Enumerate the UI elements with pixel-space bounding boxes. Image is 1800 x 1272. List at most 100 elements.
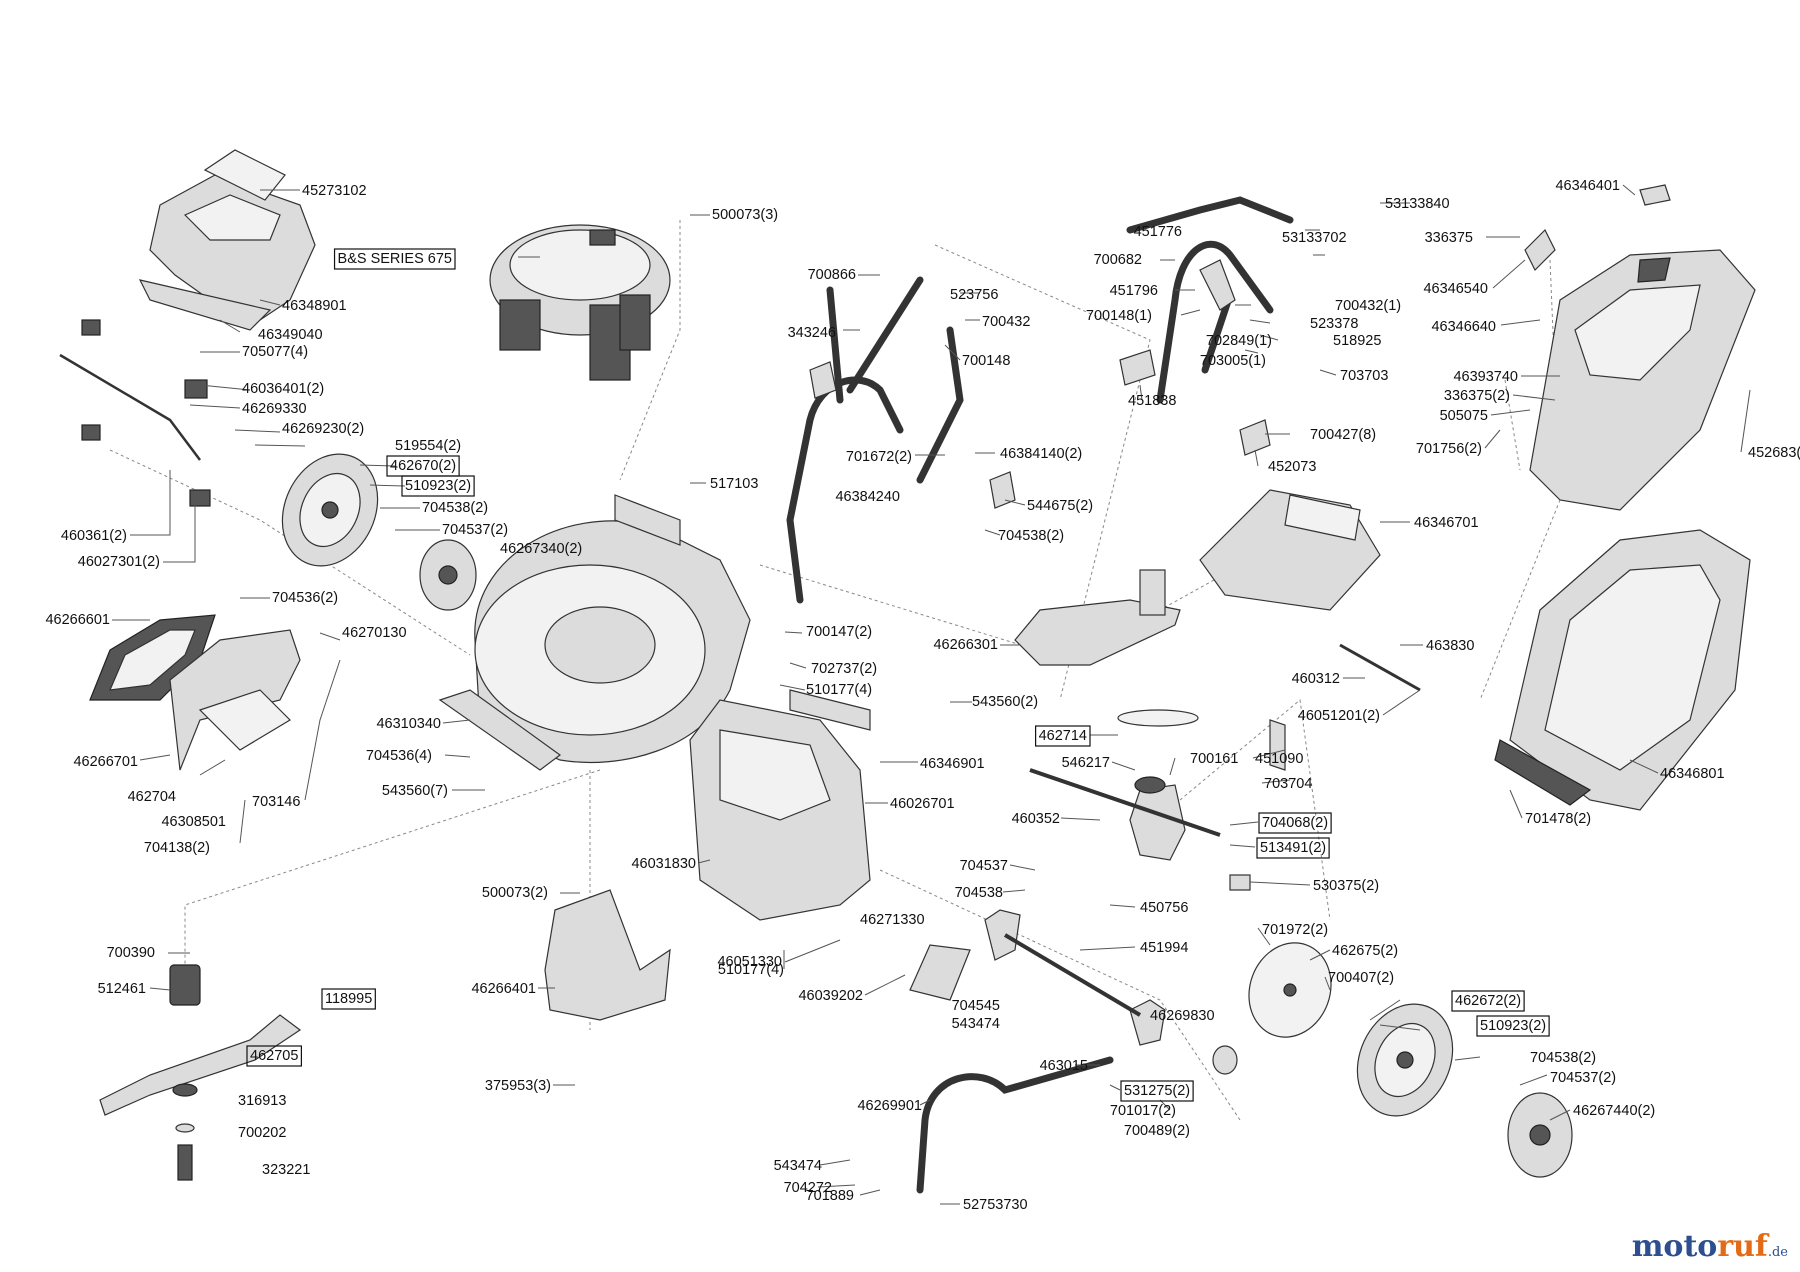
deflector-46039202 [909, 944, 971, 1001]
watermark-part-3: .de [1767, 1245, 1788, 1260]
part-label: 700432(1) [1335, 298, 1401, 314]
part-label: 704138(2) [144, 840, 210, 856]
part-label: 46266401 [471, 981, 536, 997]
part-label: 703005(1) [1200, 353, 1266, 369]
part-label: 451776 [1134, 224, 1182, 240]
part-label: 46266301 [933, 637, 998, 653]
part-label: 462670(2) [390, 458, 456, 474]
clamp-343246 [809, 361, 837, 399]
side-deflector-46266601 [89, 614, 216, 701]
part-label: 452073 [1268, 459, 1316, 475]
part-label: 46308501 [161, 814, 226, 830]
part-label: 46036401(2) [242, 381, 324, 397]
chute-46266301 [1014, 569, 1181, 666]
part-label: 510177(4) [718, 962, 784, 978]
bag-lid-46346701 [1199, 489, 1381, 611]
part-label: 46267440(2) [1573, 1103, 1655, 1119]
part-label: 451994 [1140, 940, 1188, 956]
part-label: 46027301(2) [78, 554, 160, 570]
part-label: 510177(4) [806, 682, 872, 698]
part-label-box [1120, 1080, 1194, 1102]
part-label: 463830 [1426, 638, 1474, 654]
part-shapes [59, 149, 1756, 1194]
part-label: 704537(2) [442, 522, 508, 538]
part-label: 704538(2) [422, 500, 488, 516]
part-label: 323221 [262, 1162, 310, 1178]
part-label: 450756 [1140, 900, 1188, 916]
part-label: 704536(2) [272, 590, 338, 606]
part-label: 460361(2) [61, 528, 127, 544]
part-label: 46384140(2) [1000, 446, 1082, 462]
part-label: 451090 [1255, 751, 1303, 767]
part-label: 46346901 [920, 756, 985, 772]
part-label: 704536(4) [366, 748, 432, 764]
part-label: 46346401 [1555, 178, 1620, 194]
part-label: 53133840 [1385, 196, 1450, 212]
cover-46266401 [544, 889, 671, 1021]
part-label: 704538 [955, 885, 1003, 901]
plate-left-46269830 [984, 909, 1021, 961]
hubcap-46267440 [1507, 1092, 1573, 1178]
part-label: 705077(4) [242, 344, 308, 360]
part-label: 46271330 [860, 912, 925, 928]
rear-housing-46026701 [689, 689, 871, 921]
mower-deck-46310340 [438, 494, 751, 771]
part-label: 316913 [238, 1093, 286, 1109]
part-label: 700148 [962, 353, 1010, 369]
watermark-part-1: moto [1631, 1229, 1718, 1264]
leader-lines [112, 184, 1751, 1205]
part-label: 700432 [982, 314, 1030, 330]
part-label: 46348901 [282, 298, 347, 314]
rear-cover-46348901 [138, 174, 316, 331]
part-label: 700148(1) [1086, 308, 1152, 324]
part-label: 701889 [806, 1188, 854, 1204]
part-label: 513491(2) [1260, 840, 1326, 856]
part-label: 462675(2) [1332, 943, 1398, 959]
part-label: 463015 [1040, 1058, 1088, 1074]
axle [1003, 933, 1142, 1017]
part-label: B&S SERIES 675 [338, 251, 452, 267]
part-label: 451796 [1110, 283, 1158, 299]
part-label: 46051201(2) [1298, 708, 1380, 724]
front-wheel-462675 [1248, 942, 1332, 1038]
bag-frame-46346640 [1529, 249, 1756, 511]
part-label: 46349040 [258, 327, 323, 343]
part-label: 510923(2) [1480, 1018, 1546, 1034]
plate-right-46269830 [1129, 999, 1166, 1046]
part-label: 701672(2) [846, 449, 912, 465]
part-label-box [1258, 812, 1332, 834]
part-label: 46269230(2) [282, 421, 364, 437]
part-label: 703703 [1340, 368, 1388, 384]
clamp-451838 [1119, 349, 1156, 386]
part-label: 543474 [774, 1158, 822, 1174]
part-label: 700427(8) [1310, 427, 1376, 443]
part-label: 462672(2) [1455, 993, 1521, 1009]
part-label: 704538(2) [998, 528, 1064, 544]
watermark-logo: motoruf.de [1632, 1229, 1788, 1264]
clip-4 [189, 489, 211, 507]
bushing-530375 [1229, 874, 1251, 891]
part-label: 118995 [325, 991, 372, 1007]
part-label: 702849(1) [1206, 333, 1272, 349]
part-label: 46266701 [73, 754, 138, 770]
part-label: 703704 [1264, 776, 1312, 792]
gear-531275 [1212, 1045, 1238, 1075]
flap-46266701 [169, 629, 301, 771]
part-label: 523756 [950, 287, 998, 303]
clip-3 [184, 379, 208, 399]
height-lever-46269330 [59, 353, 201, 461]
part-label: 46269901 [857, 1098, 922, 1114]
part-label: 46346540 [1423, 281, 1488, 297]
gearbox-460352 [1029, 768, 1221, 861]
part-label: 46269830 [1150, 1008, 1215, 1024]
part-label: 702737(2) [811, 661, 877, 677]
part-label: 375953(3) [485, 1078, 551, 1094]
part-label: 704538(2) [1530, 1050, 1596, 1066]
part-label: 510923(2) [405, 478, 471, 494]
part-label: 46266601 [45, 612, 110, 628]
part-label: 336375(2) [1444, 388, 1510, 404]
part-label: 46269330 [242, 401, 307, 417]
part-label: 451838 [1128, 393, 1176, 409]
part-label: 462714 [1039, 728, 1087, 744]
